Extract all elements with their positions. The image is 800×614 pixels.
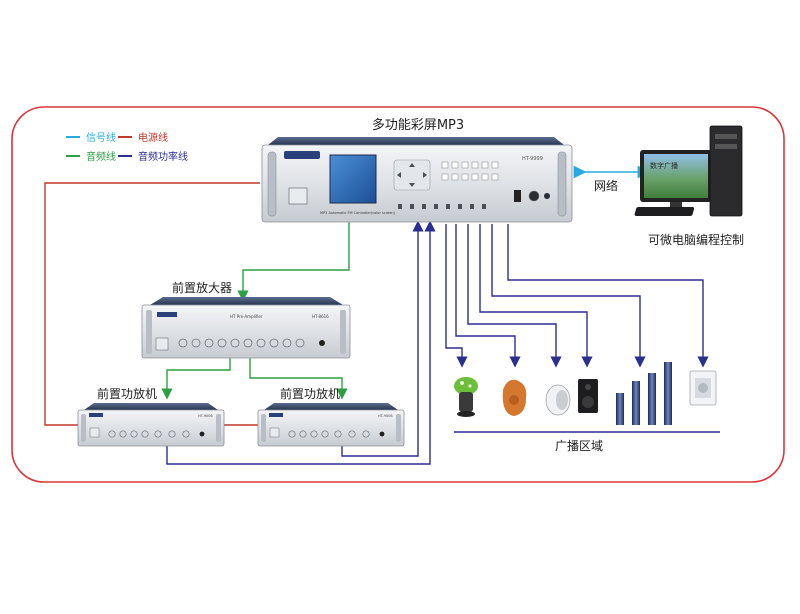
audio-line-main-preamp (237, 222, 350, 302)
legend-speaker-label: 音频功率线 (138, 150, 188, 163)
zone-label: 广播区域 (555, 439, 603, 453)
audio-line-preamp-amp-right (249, 358, 348, 400)
main-device-keypad (393, 159, 431, 191)
speaker-line-amp-left (166, 220, 436, 465)
preamp-knobs (178, 338, 305, 348)
speaker-rock (502, 379, 527, 416)
main-device-ports (398, 204, 486, 209)
amp-right-label: 前置功放机 (280, 386, 340, 401)
amp-left-model: HT-9006 (198, 414, 213, 418)
speaker-wall-box (578, 379, 598, 413)
speaker-columns (616, 362, 672, 425)
preamp-name: HT Pre-Amplifier (230, 314, 263, 319)
speaker-wall-mount (689, 370, 717, 406)
speaker-zone-lines (445, 224, 709, 368)
main-device-logo (284, 151, 320, 159)
main-device-usb-slot (288, 187, 308, 205)
main-device: MP3 Automatic FM Controller(color screen… (261, 137, 573, 223)
system-frame (11, 106, 785, 483)
network-label: 网络 (594, 178, 618, 193)
main-device-mic-jack (544, 193, 550, 199)
preamp-device: HT Pre-Amplifier HT-8616 (141, 297, 351, 359)
main-device-label: 多功能彩屏MP3 (372, 117, 464, 133)
legend-signal-label: 信号线 (86, 131, 116, 144)
preamp-label: 前置放大器 (172, 280, 232, 295)
main-device-caption: MP3 Automatic FM Controller(color screen… (320, 211, 396, 215)
main-device-screen (329, 154, 377, 204)
amp-right-model: HT-9006 (378, 414, 393, 418)
amp-left-device: HT-9006 (77, 403, 225, 447)
speaker-ceiling (545, 384, 571, 416)
power-line (44, 182, 260, 426)
preamp-model: HT-8616 (312, 314, 329, 319)
computer-label: 可微电脑编程控制 (648, 232, 744, 247)
legend: 信号线 电源线 音频线 音频功率线 (66, 131, 188, 163)
main-device-power-switch (514, 190, 521, 202)
main-device-volume-knob (528, 190, 540, 202)
computer-tower (709, 125, 743, 217)
legend-audio-label: 音频线 (86, 150, 116, 163)
audio-line-preamp-amps (161, 358, 231, 400)
computer: 数字广播 (634, 125, 743, 217)
speaker-mushroom (454, 377, 478, 417)
main-device-buttons (441, 161, 499, 181)
amp-right-device: HT-9006 (257, 403, 405, 447)
amp-left-label: 前置功放机 (97, 386, 157, 401)
speaker-line-amp-right (341, 220, 424, 457)
legend-power-label: 电源线 (138, 131, 168, 144)
main-device-model: HT-9999 (522, 156, 543, 162)
computer-keyboard (634, 207, 695, 216)
computer-screen-text: 数字广播 (650, 161, 678, 170)
